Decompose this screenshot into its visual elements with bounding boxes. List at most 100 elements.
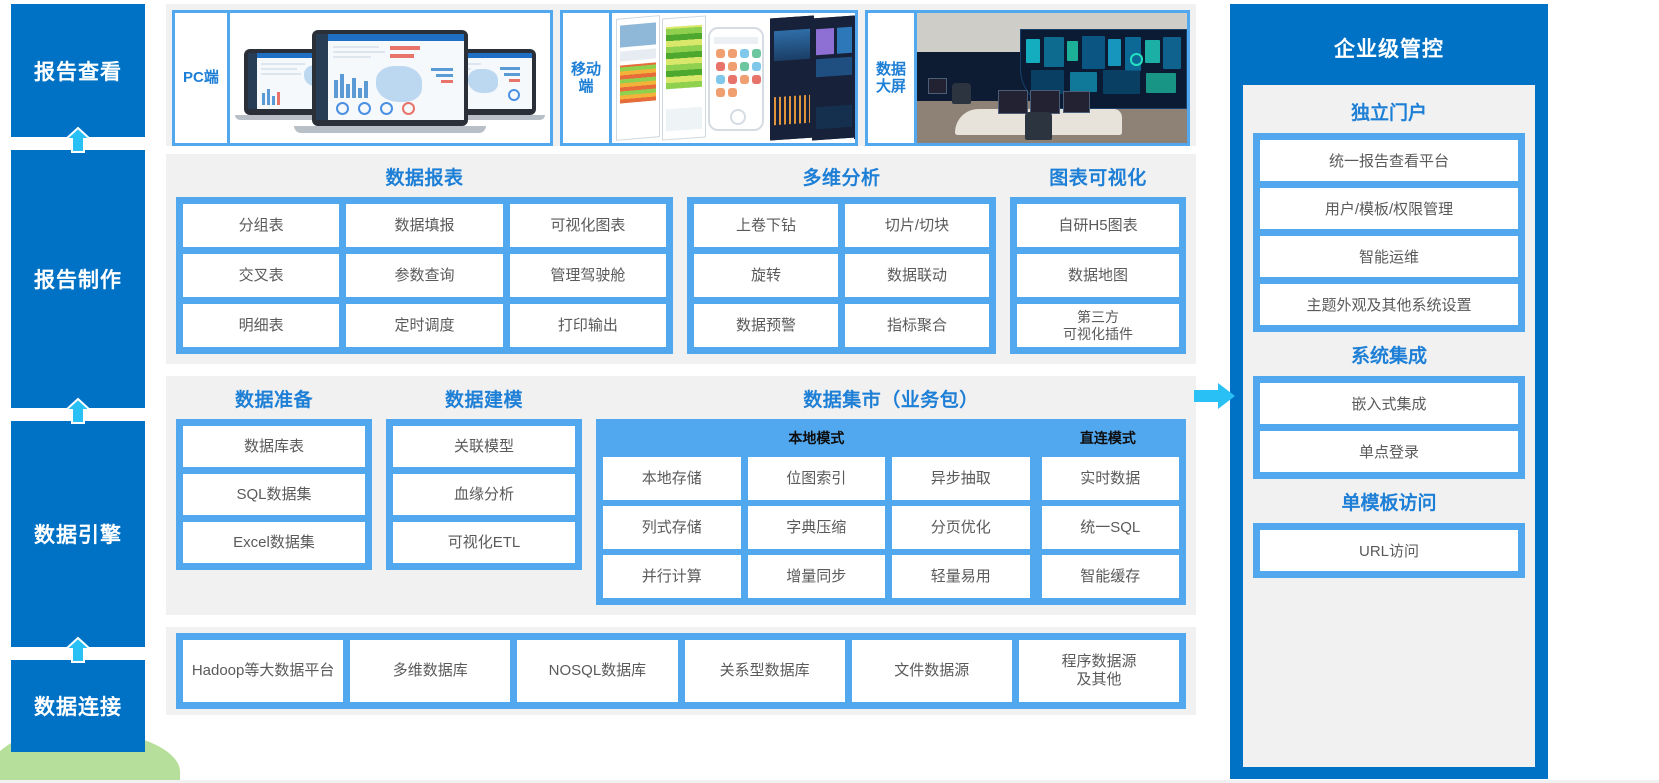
feature-cell[interactable]: 轻量易用 (892, 555, 1030, 598)
device-label-pc: PC端 (175, 13, 230, 143)
feature-cell[interactable]: 数据地图 (1017, 254, 1179, 297)
feature-cell[interactable]: 实时数据 (1041, 457, 1179, 500)
feature-cell[interactable]: 定时调度 (346, 304, 503, 347)
feature-cell[interactable]: 数据预警 (694, 304, 838, 347)
datasource-cell[interactable]: 关系型数据库 (684, 640, 845, 702)
stage-column: 报告查看 报告制作 数据引擎 数据连接 (11, 4, 145, 779)
feature-cell[interactable]: 切片/切块 (845, 204, 989, 247)
stage-report-making[interactable]: 报告制作 (11, 150, 145, 408)
feature-cell[interactable]: 统一SQL (1041, 506, 1179, 549)
device-card-pc[interactable]: PC端 (172, 10, 553, 146)
feature-cell[interactable]: 交叉表 (183, 254, 340, 297)
subhead-row: 本地模式 直连模式 (603, 426, 1179, 451)
enterprise-control-panel: 企业级管控 独立门户 统一报告查看平台 用户/模板/权限管理 智能运维 主题外观… (1230, 4, 1548, 779)
datasource-cell[interactable]: Hadoop等大数据平台 (183, 640, 344, 702)
enterprise-cell[interactable]: 智能运维 (1260, 236, 1518, 277)
feature-cell[interactable]: 关联模型 (393, 426, 575, 467)
feature-cell[interactable]: 数据填报 (346, 204, 503, 247)
group-body: 本地模式 直连模式 本地存储 位图索引 异步抽取 实时数据 列式存储 字典压缩 (596, 419, 1186, 605)
feature-cell[interactable]: 分组表 (183, 204, 340, 247)
grid-row: 并行计算 增量同步 轻量易用 智能缓存 (603, 555, 1179, 598)
datasource-cell[interactable]: 文件数据源 (851, 640, 1012, 702)
control-room-art (917, 13, 1187, 143)
enterprise-cell[interactable]: 单点登录 (1260, 431, 1518, 472)
group-title: 数据集市（业务包） (803, 390, 979, 411)
feature-cell[interactable]: 可视化图表 (509, 204, 666, 247)
grid-row: 列式存储 字典压缩 分页优化 统一SQL (603, 506, 1179, 549)
feature-cell[interactable]: 旋转 (694, 254, 838, 297)
feature-cell[interactable]: 字典压缩 (747, 506, 885, 549)
device-card-bigscreen[interactable]: 数据 大屏 (865, 10, 1190, 146)
stage-label: 报告查看 (34, 60, 122, 84)
section-title-single-template: 单模板访问 (1341, 493, 1437, 514)
enterprise-title: 企业级管控 (1334, 38, 1444, 61)
device-label-bigscreen: 数据 大屏 (868, 13, 918, 143)
section-title-portal: 独立门户 (1350, 103, 1427, 124)
feature-cell[interactable]: Excel数据集 (183, 522, 365, 563)
grid-row: 分组表 数据填报 可视化图表 (183, 204, 666, 247)
center-column: PC端 (166, 4, 1196, 715)
feature-cell[interactable]: 智能缓存 (1041, 555, 1179, 598)
arrow-right-icon (1194, 381, 1236, 411)
feature-cell[interactable]: 参数查询 (346, 254, 503, 297)
arrow-up-icon-2 (63, 396, 93, 426)
grid-row: 数据预警 指标聚合 (694, 304, 989, 347)
datasource-cell[interactable]: 程序数据源 及其他 (1018, 640, 1180, 702)
report-making-panel: 数据报表 分组表 数据填报 可视化图表 交叉表 参数查询 管理驾驶舱 (166, 154, 1196, 364)
enterprise-cell[interactable]: 嵌入式集成 (1260, 383, 1518, 424)
section-title-integration: 系统集成 (1350, 346, 1427, 367)
grid-row: 第三方 可视化插件 (1017, 304, 1179, 347)
grid-row: 可视化ETL (393, 522, 575, 563)
feature-cell[interactable]: 血缘分析 (393, 474, 575, 515)
feature-cell[interactable]: 指标聚合 (845, 304, 989, 347)
feature-cell[interactable]: 管理驾驶舱 (509, 254, 666, 297)
group-multidim-analysis: 多维分析 上卷下钻 切片/切块 旋转 数据联动 数据预警 指标聚合 (687, 158, 996, 354)
bottom-divider (0, 780, 1659, 783)
feature-cell[interactable]: 第三方 可视化插件 (1017, 304, 1179, 347)
feature-cell[interactable]: 分页优化 (892, 506, 1030, 549)
datasource-cell[interactable]: 多维数据库 (350, 640, 511, 702)
feature-cell[interactable]: 本地存储 (603, 457, 741, 500)
feature-cell[interactable]: SQL数据集 (183, 474, 365, 515)
enterprise-cell[interactable]: 统一报告查看平台 (1260, 140, 1518, 181)
grid-row: Excel数据集 (183, 522, 365, 563)
grid-row: 明细表 定时调度 打印输出 (183, 304, 666, 347)
feature-cell[interactable]: 打印输出 (509, 304, 666, 347)
feature-cell[interactable]: 上卷下钻 (694, 204, 838, 247)
device-card-mobile[interactable]: 移动 端 (560, 10, 858, 146)
group-title: 数据准备 (234, 390, 313, 411)
feature-cell[interactable]: 数据库表 (183, 426, 365, 467)
stage-label: 报告制作 (34, 269, 122, 292)
feature-cell[interactable]: 可视化ETL (393, 522, 575, 563)
feature-cell[interactable]: 增量同步 (747, 555, 885, 598)
feature-cell[interactable]: 并行计算 (603, 555, 741, 598)
feature-cell[interactable]: 明细表 (183, 304, 340, 347)
group-body: 分组表 数据填报 可视化图表 交叉表 参数查询 管理驾驶舱 明细表 定时调度 (176, 197, 673, 354)
pc-dashboard-art (229, 13, 550, 143)
enterprise-cell[interactable]: URL访问 (1260, 530, 1518, 571)
arrow-up-icon-3 (63, 635, 93, 665)
section-body-single-template: URL访问 (1253, 523, 1525, 578)
datasource-cell[interactable]: NOSQL数据库 (517, 640, 678, 702)
feature-cell[interactable]: 列式存储 (603, 506, 741, 549)
group-title: 多维分析 (802, 168, 881, 189)
stage-report-view[interactable]: 报告查看 (11, 4, 145, 137)
subhead-direct-mode: 直连模式 (1079, 430, 1136, 446)
enterprise-cell[interactable]: 主题外观及其他系统设置 (1260, 284, 1518, 325)
group-data-report: 数据报表 分组表 数据填报 可视化图表 交叉表 参数查询 管理驾驶舱 (176, 158, 673, 354)
stage-data-engine[interactable]: 数据引擎 (11, 421, 145, 647)
arrow-up-icon-1 (63, 125, 93, 155)
feature-cell[interactable]: 自研H5图表 (1017, 204, 1179, 247)
enterprise-cell[interactable]: 用户/模板/权限管理 (1260, 188, 1518, 229)
feature-cell[interactable]: 位图索引 (747, 457, 885, 500)
group-body: 自研H5图表 数据地图 第三方 可视化插件 (1010, 197, 1186, 354)
data-engine-panel: 数据准备 数据库表 SQL数据集 Excel数据集 数据建 (166, 376, 1196, 615)
group-body: 上卷下钻 切片/切块 旋转 数据联动 数据预警 指标聚合 (687, 197, 996, 354)
data-connection-panel: Hadoop等大数据平台 多维数据库 NOSQL数据库 关系型数据库 文件数据源… (166, 627, 1196, 715)
report-making-groups: 数据报表 分组表 数据填报 可视化图表 交叉表 参数查询 管理驾驶舱 (176, 158, 1186, 354)
feature-cell[interactable]: 数据联动 (845, 254, 989, 297)
grid-row: 上卷下钻 切片/切块 (694, 204, 989, 247)
feature-cell[interactable]: 异步抽取 (892, 457, 1030, 500)
stage-data-connection[interactable]: 数据连接 (11, 660, 145, 752)
grid-row: 自研H5图表 (1017, 204, 1179, 247)
